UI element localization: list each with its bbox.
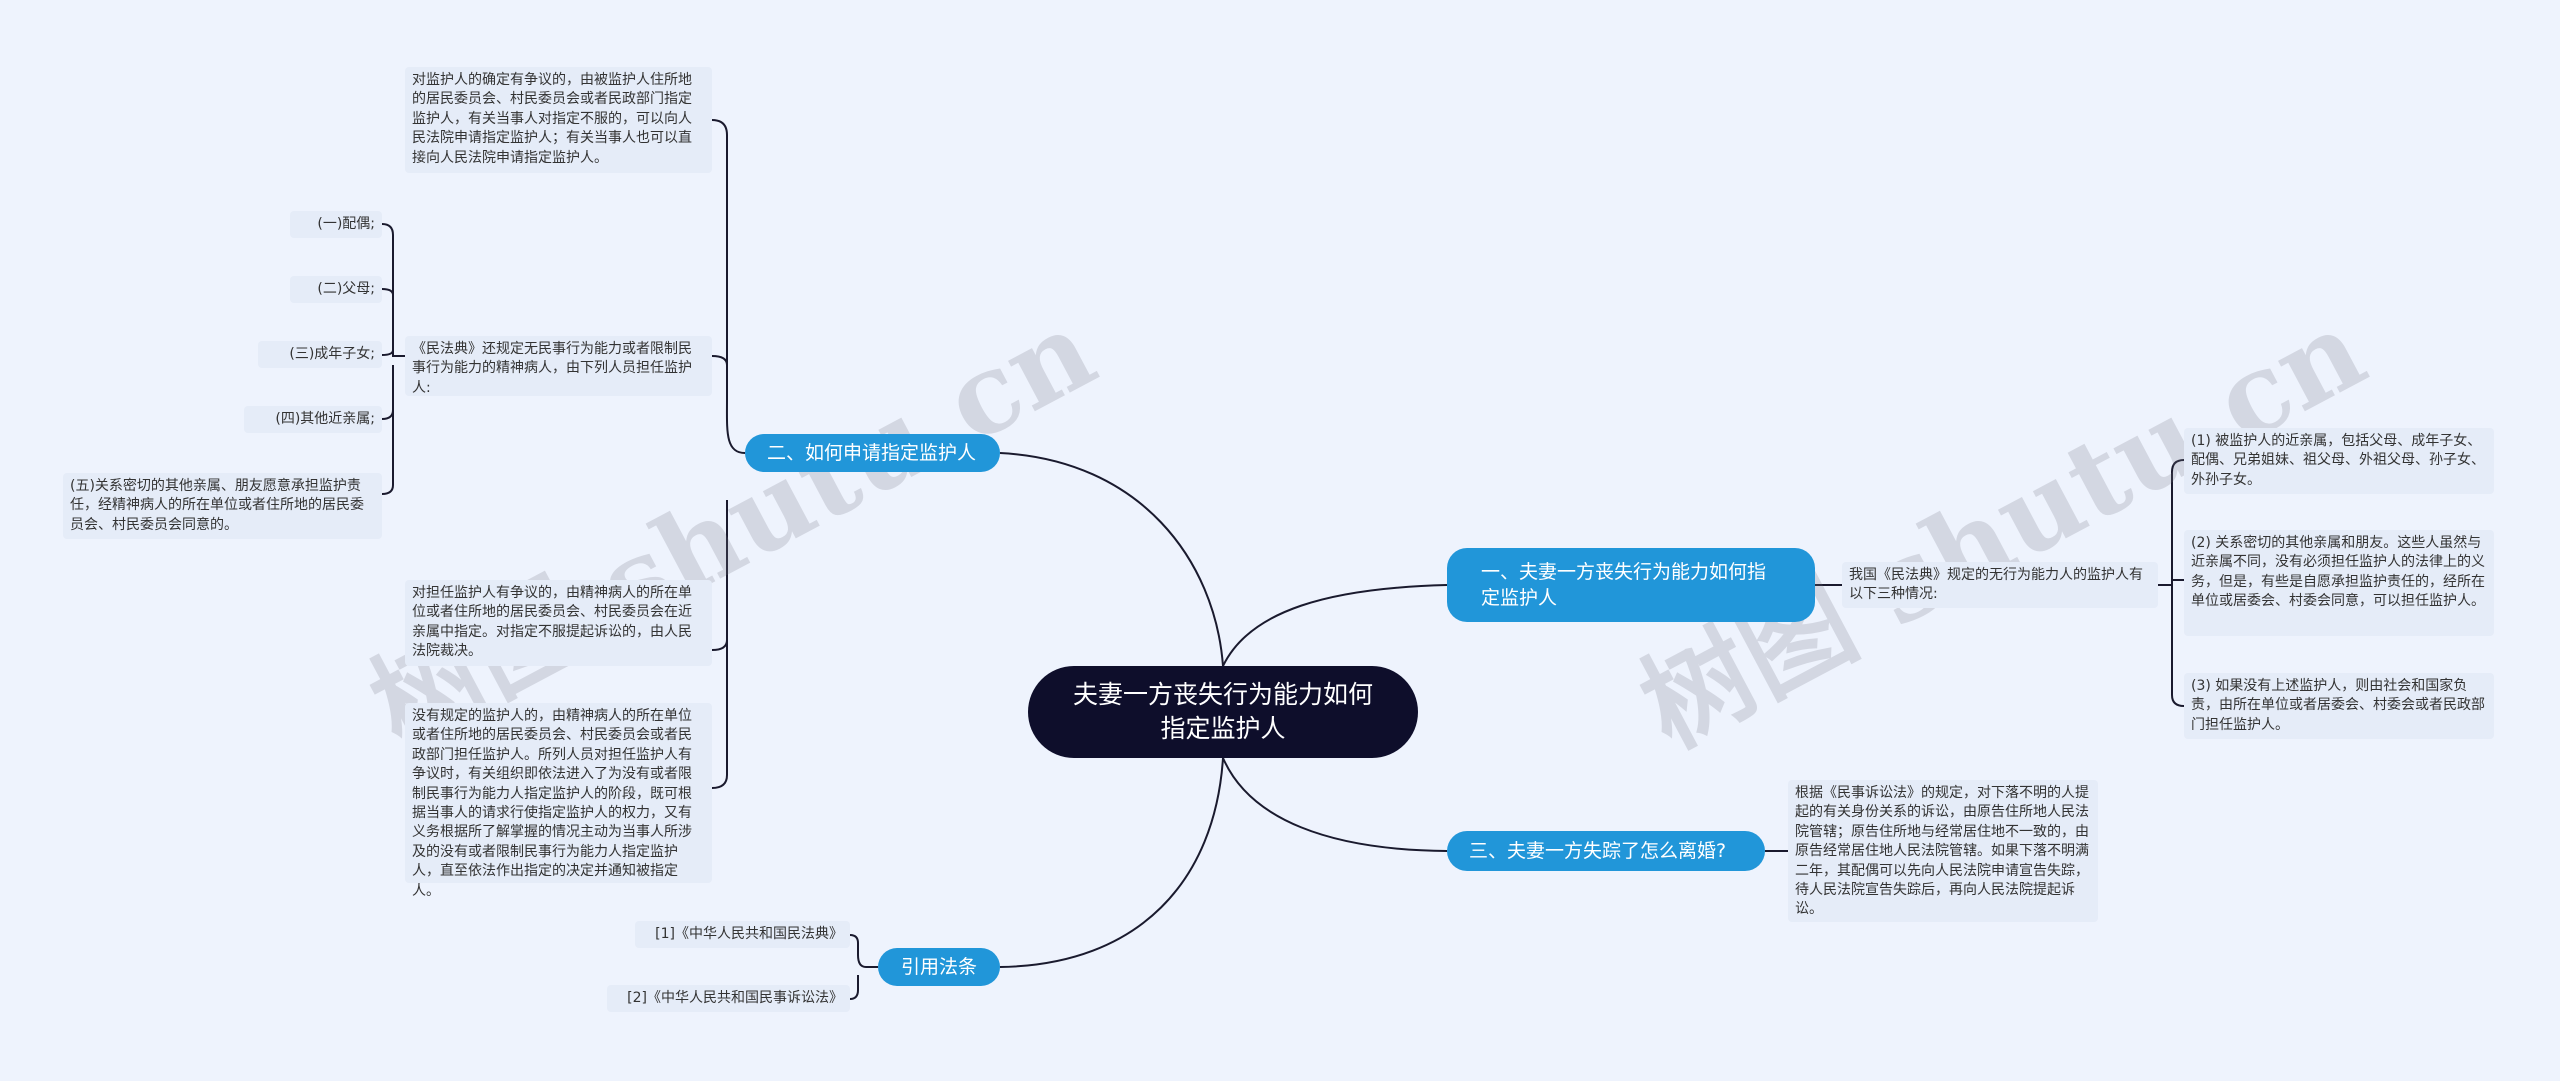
leaf-no-guardian: 没有规定的监护人的，由精神病人的所在单位或者住所地的居民委员会、村民委员会或者民… [405, 703, 712, 899]
leaf-case-close-friends: (2) 关系密切的其他亲属和朋友。这些人虽然与近亲属不同，没有必须担任监护人的法… [2184, 530, 2494, 636]
leaf-three-cases-intro: 我国《民法典》规定的无行为能力人的监护人有以下三种情况: [1842, 562, 2158, 608]
branch-cited-laws[interactable]: 引用法条 [878, 948, 1000, 986]
link-l2-subs [381, 223, 405, 495]
leaf-dispute-relatives: 对担任监护人有争议的，由精神病人的所在单位或者住所地的居民委员会、村民委员会在近… [405, 580, 712, 666]
leaf-dispute-appointment: 对监护人的确定有争议的，由被监护人住所地的居民委员会、村民委员会或者民政部门指定… [405, 67, 712, 173]
root-topic[interactable]: 夫妻一方丧失行为能力如何指定监护人 [1028, 666, 1418, 758]
sub-leaf-spouse: (一)配偶; [290, 211, 382, 238]
link-intro-cases [2158, 459, 2185, 707]
link-root-b1 [999, 452, 1224, 667]
link-root-b3 [1222, 757, 1448, 852]
sub-leaf-parents: (二)父母; [290, 276, 382, 303]
ref-civil-procedure-law[interactable]: [2]《中华人民共和国民事诉讼法》 [607, 985, 850, 1012]
link-b1-leaves [711, 119, 746, 789]
branch-missing-divorce[interactable]: 三、夫妻一方失踪了怎么离婚? [1447, 831, 1765, 871]
sub-leaf-other-relatives: (四)其他近亲属; [244, 406, 382, 433]
link-root-b2 [1222, 584, 1448, 667]
branch-how-to-appoint[interactable]: 一、夫妻一方丧失行为能力如何指定监护人 [1447, 548, 1815, 622]
sub-leaf-close-friends: (五)关系密切的其他亲属、朋友愿意承担监护责任，经精神病人的所在单位或者住所地的… [63, 473, 382, 539]
leaf-mental-patient-guardians: 《民法典》还规定无民事行为能力或者限制民事行为能力的精神病人，由下列人员担任监护… [405, 336, 712, 396]
link-root-b4 [999, 757, 1224, 968]
sub-leaf-adult-children: (三)成年子女; [258, 341, 382, 368]
leaf-case-relatives: (1) 被监护人的近亲属，包括父母、成年子女、配偶、兄弟姐妹、祖父母、外祖父母、… [2184, 428, 2494, 494]
link-b4-refs [849, 934, 878, 1000]
branch-apply-guardian[interactable]: 二、如何申请指定监护人 [745, 434, 1000, 472]
ref-civil-code[interactable]: [1]《中华人民共和国民法典》 [635, 921, 850, 948]
leaf-case-state: (3) 如果没有上述监护人，则由社会和国家负责，由所在单位或者居委会、村委会或者… [2184, 673, 2494, 739]
leaf-missing-person-lawsuit: 根据《民事诉讼法》的规定，对下落不明的人提起的有关身份关系的诉讼，由原告住所地人… [1788, 780, 2098, 922]
